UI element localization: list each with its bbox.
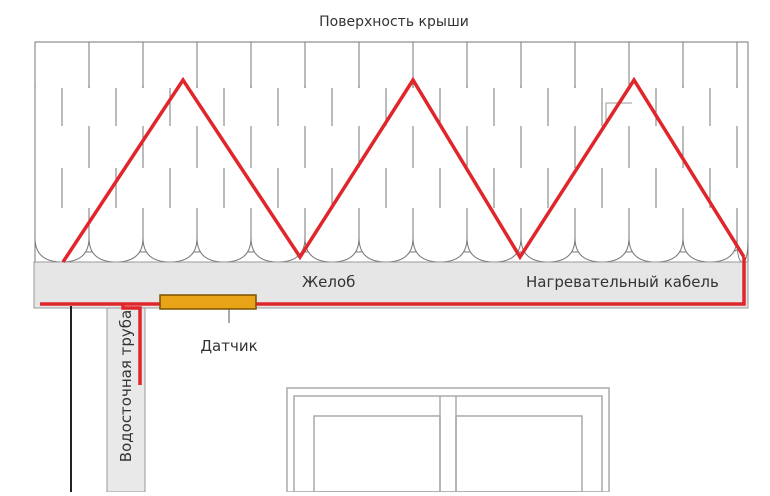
roof-tile: [358, 208, 414, 263]
heating-cable-roof: [61, 76, 746, 263]
roof-surface-label: Поверхность крыши: [319, 14, 469, 30]
heating-cable-downpipe: [121, 304, 142, 385]
downpipe-label: Водосточная труба: [117, 310, 135, 462]
roof-vent-outline: [605, 102, 632, 125]
heating-cable-label: Нагревательный кабель: [526, 273, 719, 291]
window: [286, 387, 610, 493]
sensor-label: Датчик: [200, 337, 257, 355]
roof-tiles: [34, 41, 749, 263]
heating-cable-gutter: [40, 257, 746, 306]
roof-tile: [196, 208, 252, 263]
roof-tile: [574, 208, 630, 263]
roof-tile: [412, 208, 468, 263]
roof-tile: [142, 208, 198, 263]
roof-tile: [628, 208, 684, 263]
gutter-label: Желоб: [302, 273, 355, 291]
gutter: [33, 261, 749, 309]
downpipe: [106, 307, 146, 493]
sensor: [159, 294, 257, 310]
roof-tile: [88, 208, 144, 263]
